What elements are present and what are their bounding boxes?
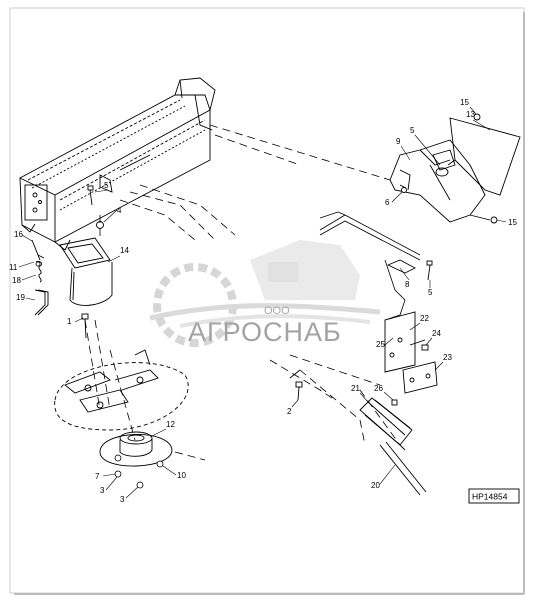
callout-13: 13 [466,110,475,119]
callout-15-top: 15 [460,98,469,107]
callout-3-bottom: 3 [120,495,125,504]
gearbox-mount-plate [54,349,189,431]
watermark-company-name: АГРОСНАБ [188,317,342,347]
callout-19: 19 [16,293,25,302]
callout-8: 8 [405,280,410,289]
watermark-logo [149,240,381,347]
watermark-prefix: ООО [264,305,290,317]
callout-23: 23 [443,353,452,362]
callout-26: 26 [374,384,383,393]
callout-11: 11 [9,263,18,272]
callout-20: 20 [371,481,380,490]
callout-1: 1 [67,317,72,326]
drawing-border [9,7,525,594]
callout-24: 24 [432,329,441,338]
callout-25: 25 [376,340,385,349]
right-bracket-assembly [389,117,521,223]
callout-3-left: 3 [100,486,105,495]
callout-14: 14 [120,246,129,255]
callout-labels: 15 13 9 5 5 6 15 4 16 14 11 18 19 8 5 1 … [9,98,517,504]
spring-and-handle [31,239,49,316]
callout-6: 6 [385,198,390,207]
bolt-1 [81,313,89,339]
bracket-plates [384,311,438,394]
flange-part-12 [99,431,173,467]
guide-lines [84,124,401,461]
drawing-number: HP14854 [472,492,508,502]
callout-10: 10 [177,471,186,480]
callout-21: 21 [351,384,360,393]
linkage-rod [319,211,421,321]
callout-5-frame: 5 [104,181,109,190]
callout-2: 2 [287,407,292,416]
callout-16: 16 [14,230,23,239]
callout-4: 4 [117,206,122,215]
callout-12: 12 [166,420,175,429]
bolt-2 [289,369,303,401]
channel-and-rod [359,397,427,496]
leader-lines [18,106,507,499]
callout-5-lower: 5 [428,288,433,297]
drawing-number-box [468,488,520,504]
callout-9: 9 [396,137,401,146]
fasteners [87,185,433,281]
main-frame-assembly [19,77,216,251]
callout-18: 18 [12,276,21,285]
callout-15-right: 15 [508,218,517,227]
cylinder-part-14 [59,237,113,306]
callout-7: 7 [95,472,100,481]
callout-5-right: 5 [410,126,415,135]
callout-22: 22 [420,314,429,323]
